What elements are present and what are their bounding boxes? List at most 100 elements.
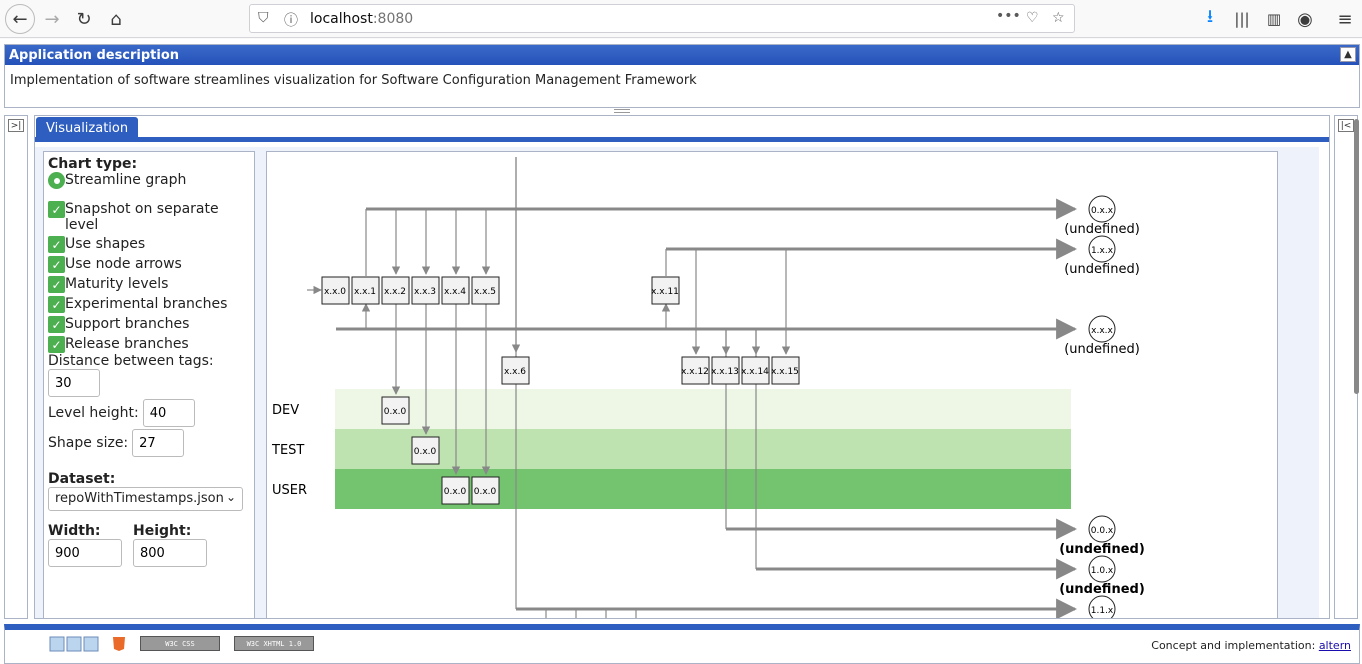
bookmark-star-icon[interactable]: ☆ [1052,10,1065,26]
tag-node[interactable] [381,276,410,305]
level-band-test [335,429,1071,469]
checkbox-snapshot[interactable]: ✓Snapshot on separate level [48,201,250,233]
tag-node[interactable] [471,276,500,305]
tag-node-label: x.x.14 [741,367,769,377]
html-badge-icon [49,636,99,651]
dataset-select[interactable]: repoWithTimestamps.json ⌄ [48,487,243,511]
checkbox-support-branches[interactable]: ✓Support branches [48,316,250,333]
tag-node[interactable] [411,276,440,305]
shield-icon: ⛉ [258,10,269,26]
back-button[interactable]: ← [5,4,35,34]
checkbox-label: Use shapes [65,236,146,252]
account-icon: ◉ [1297,8,1313,30]
level-label-test: TEST [271,443,304,458]
library-icon: ||| [1234,10,1250,28]
checkbox-maturity-levels[interactable]: ✓Maturity levels [48,276,250,293]
scrollbar-thumb[interactable] [1354,119,1359,394]
home-button[interactable]: ⌂ [102,5,130,33]
reload-button[interactable]: ↻ [70,5,98,33]
sidebar-button[interactable]: ▥ [1260,5,1288,33]
app: Application description ▲ Implementation… [0,39,1362,664]
description-title: Application description [9,48,180,63]
checkbox-use-shapes[interactable]: ✓Use shapes [48,236,250,253]
expand-west-button[interactable]: >| [8,119,24,132]
w3c-css-badge[interactable]: W3C CSS [140,636,220,651]
tag-node[interactable] [711,356,740,385]
tag-node-label: 0.x.0 [384,407,407,417]
tag-node[interactable] [501,356,530,385]
account-button[interactable]: ◉ [1291,5,1319,33]
vertical-scrollbar[interactable] [1351,115,1361,619]
tag-node[interactable] [441,476,470,505]
tab-bar: Visualization [35,116,1329,142]
tag-node[interactable] [471,476,500,505]
arrow-right-icon: → [44,8,60,30]
branch-end-node[interactable] [1088,195,1116,223]
author-link[interactable]: altern [1318,639,1351,652]
checkbox-node-arrows[interactable]: ✓Use node arrows [48,256,250,273]
description-text: Implementation of software streamlines v… [10,73,697,88]
expand-east-button[interactable]: |< [1338,119,1354,132]
library-button[interactable]: ||| [1228,5,1256,33]
tag-node[interactable] [651,276,680,305]
w3c-xhtml-badge[interactable]: W3C XHTML 1.0 [234,636,314,651]
branch-note: (undefined) [1064,262,1140,277]
checkbox-experimental-branches[interactable]: ✓Experimental branches [48,296,250,313]
tag-node[interactable] [411,436,440,465]
tab-visualization[interactable]: Visualization [36,117,139,142]
url-port: :8080 [372,11,414,27]
chart-type-option-label: Streamline graph [65,172,187,188]
checkmark-icon: ✓ [48,336,65,353]
tag-node-label: 0.x.0 [474,487,497,497]
branch-note: (undefined) [1064,222,1140,237]
tag-node-label: x.x.3 [414,287,436,297]
url-host: localhost [310,11,373,27]
shape-size-input[interactable] [132,429,185,457]
chart-type-radio[interactable]: Streamline graph [48,172,250,189]
tag-node[interactable] [381,396,410,425]
valid-html-badge[interactable] [49,636,99,651]
collapse-button[interactable]: ▲ [1340,47,1356,62]
pocket-icon[interactable]: ♡ [1026,10,1039,26]
width-input[interactable] [48,539,122,567]
tag-node[interactable] [351,276,380,305]
tag-node[interactable] [321,276,350,305]
tag-node-label: x.x.0 [324,287,346,297]
tag-node-label: x.x.13 [711,367,739,377]
menu-button[interactable]: ≡ [1331,5,1359,33]
branch-name: x.x.x [1091,326,1113,336]
height-input[interactable] [133,539,207,567]
reload-icon: ↻ [76,8,92,30]
branch-end-node[interactable] [1088,515,1116,543]
branch-end-node[interactable] [1088,235,1116,263]
tag-node[interactable] [681,356,710,385]
checkmark-icon: ✓ [48,256,65,273]
chevron-down-icon: ⌄ [225,490,236,504]
height-label: Height: [133,523,192,539]
panel-splitter[interactable] [614,109,630,113]
dataset-value: repoWithTimestamps.json [55,491,224,506]
expand-left-icon: |< [1340,120,1352,131]
forward-button[interactable]: → [38,5,66,33]
checkmark-icon: ✓ [48,316,65,333]
height-group: Height: [133,523,207,567]
branch-end-node[interactable] [1088,315,1116,343]
sidebar-icon: ▥ [1266,10,1282,28]
level-height-input[interactable] [142,399,195,427]
checkmark-icon: ✓ [48,236,65,253]
width-label: Width: [48,523,101,539]
url-bar[interactable]: ⛉ ⓘ localhost:8080 ••• ♡ ☆ [249,4,1075,33]
more-actions-icon[interactable]: ••• [996,8,1021,24]
checkbox-list: ✓Snapshot on separate level ✓Use shapes … [48,201,250,353]
downloads-button[interactable]: ⭳ [1196,5,1224,33]
tag-node[interactable] [741,356,770,385]
tag-node-label: x.x.15 [771,367,799,377]
download-icon: ⭳ [1206,6,1214,27]
branch-end-node[interactable] [1088,555,1116,583]
tag-node[interactable] [441,276,470,305]
checkbox-release-branches[interactable]: ✓Release branches [48,336,250,353]
distance-label: Distance between tags: [48,353,214,369]
branch-end-node[interactable] [1088,595,1116,619]
tag-node[interactable] [771,356,800,385]
distance-input[interactable] [48,369,100,397]
